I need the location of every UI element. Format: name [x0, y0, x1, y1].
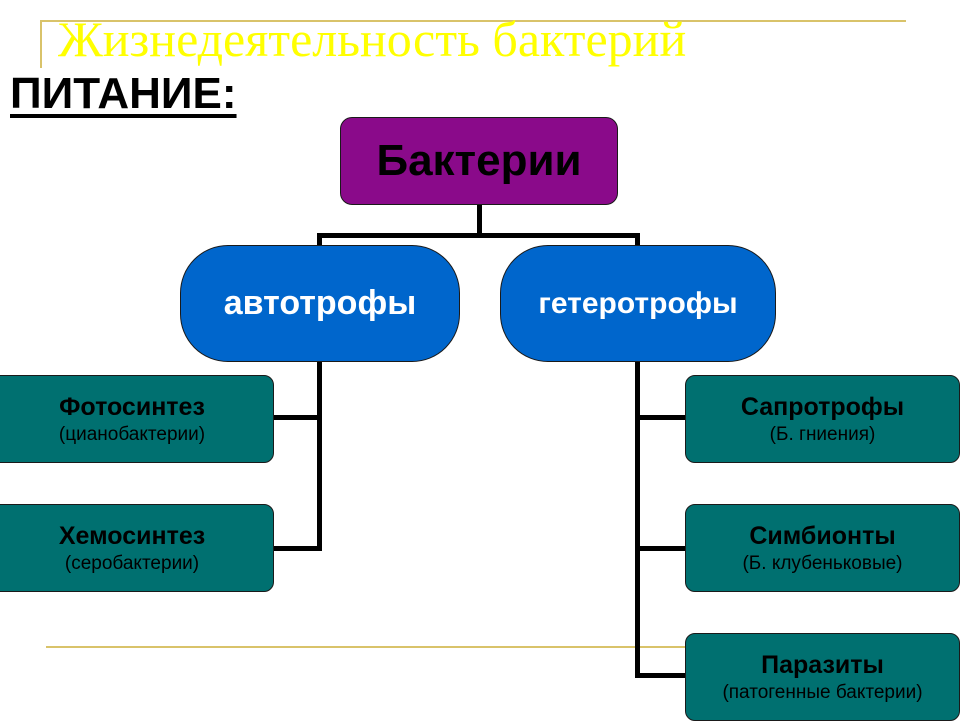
connector-to-autotrophs [317, 233, 322, 247]
parasites-node: Паразиты (патогенные бактерии) [685, 633, 960, 721]
connector-to-heterotrophs [635, 233, 640, 247]
chemosynthesis-label: Хемосинтез [58, 522, 206, 550]
connector-to-photosynthesis [272, 415, 322, 420]
chemosynthesis-example: (серобактерии) [64, 553, 200, 574]
saprotrophs-example: (Б. гниения) [769, 424, 876, 445]
connector-autotrophs-vertical [317, 330, 322, 551]
symbionts-node: Симбионты (Б. клубеньковые) [685, 504, 960, 592]
parasites-label: Паразиты [761, 651, 884, 679]
photosynthesis-label: Фотосинтез [59, 393, 205, 421]
symbionts-example: (Б. клубеньковые) [742, 553, 903, 574]
connector-horizontal-bar [317, 233, 640, 238]
connector-to-symbionts [635, 546, 687, 551]
connector-root-down [477, 205, 482, 236]
photosynthesis-node: Фотосинтез (цианобактерии) [0, 375, 274, 463]
connector-to-chemosynthesis [272, 546, 322, 551]
bottom-decorative-line [46, 646, 906, 648]
connector-to-parasites [635, 673, 687, 678]
bacteria-root-node: Бактерии [340, 117, 618, 205]
saprotrophs-label: Сапротрофы [740, 393, 905, 421]
top-decorative-line [40, 20, 906, 22]
heterotrophs-node: гетеротрофы [500, 245, 776, 362]
connector-to-saprotrophs [635, 415, 687, 420]
slide-title: Жизнедеятельность бактерий [58, 11, 687, 67]
symbionts-label: Симбионты [749, 522, 896, 550]
section-heading: ПИТАНИЕ: [10, 69, 237, 118]
left-decorative-line [40, 20, 42, 68]
root-label: Бактерии [376, 136, 582, 185]
autotrophs-label: автотрофы [223, 284, 417, 322]
connector-heterotrophs-vertical [635, 330, 640, 678]
parasites-example: (патогенные бактерии) [722, 682, 923, 703]
photosynthesis-example: (цианобактерии) [58, 424, 206, 445]
saprotrophs-node: Сапротрофы (Б. гниения) [685, 375, 960, 463]
autotrophs-node: автотрофы [180, 245, 460, 362]
chemosynthesis-node: Хемосинтез (серобактерии) [0, 504, 274, 592]
heterotrophs-label: гетеротрофы [538, 286, 738, 320]
